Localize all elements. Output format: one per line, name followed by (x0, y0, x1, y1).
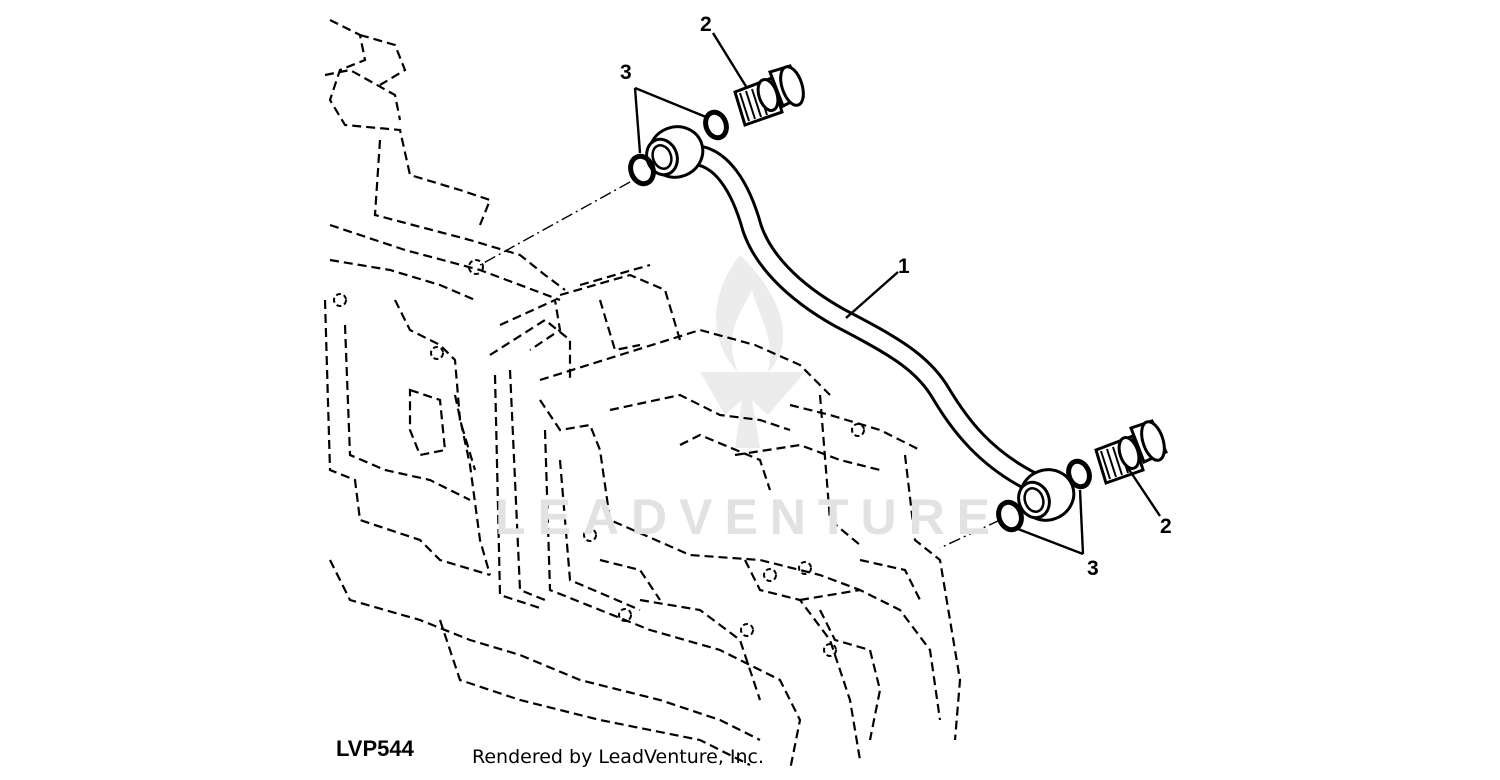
leader-lines (633, 32, 1161, 556)
callout-part-3-top: 3 (620, 61, 632, 84)
callout-part-2-bottom: 2 (1160, 515, 1172, 538)
diagram-reference-code: LVP544 (336, 736, 414, 761)
rendered-by-credit: Rendered by LeadVenture, Inc. (472, 746, 765, 768)
housing-bolt-holes (333, 259, 865, 657)
tractor-housing-outline (323, 19, 962, 771)
watermark-logo (700, 255, 805, 448)
alignment-lines (479, 181, 1001, 549)
callout-part-3-bottom: 3 (1087, 557, 1099, 580)
watermark-text: LEADVENTURE (495, 489, 1003, 545)
callout-part-2-top: 2 (700, 13, 712, 36)
callout-part-1: 1 (898, 255, 910, 278)
sealing-washers (628, 109, 1092, 533)
banjo-bolt-bottom (1094, 419, 1168, 485)
tube-bottom-banjo-eye (1017, 468, 1076, 522)
banjo-bolt-top (733, 64, 805, 127)
